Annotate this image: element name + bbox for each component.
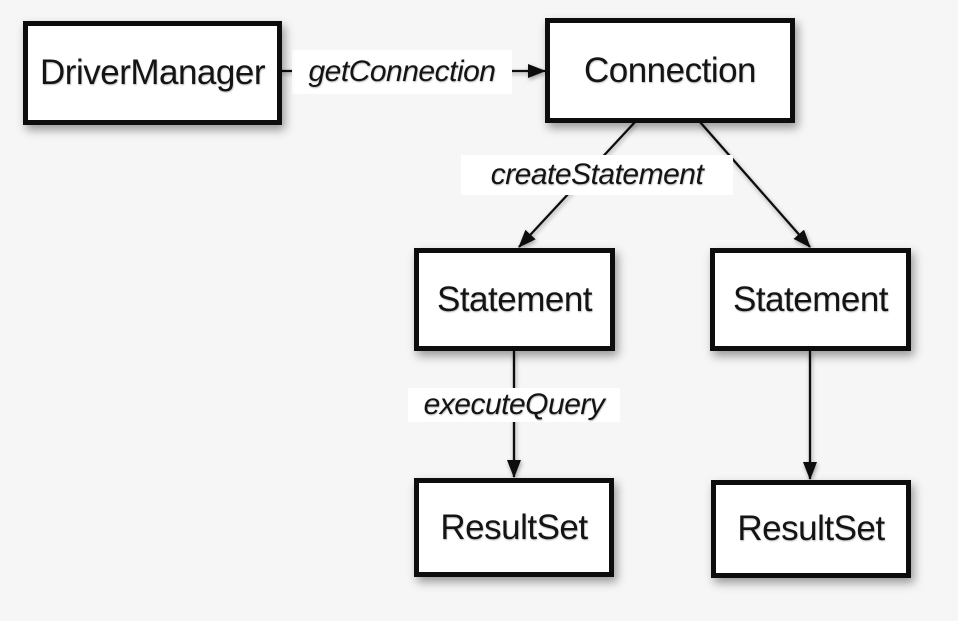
node-driver-manager: DriverManager <box>23 21 282 125</box>
node-statement-right: Statement <box>710 248 911 351</box>
node-label: Statement <box>436 279 593 319</box>
node-label: ResultSet <box>440 507 588 547</box>
edge-label-execute-query: executeQuery <box>408 388 620 422</box>
node-label: Connection <box>583 50 757 90</box>
node-resultset-left: ResultSet <box>414 478 614 577</box>
node-label: DriverManager <box>40 53 265 92</box>
edge-label-text: executeQuery <box>423 388 605 421</box>
edge-label-text: getConnection <box>308 55 496 88</box>
node-statement-left: Statement <box>414 248 615 351</box>
edge-connection-to-right-statement-line <box>699 121 811 248</box>
node-resultset-right: ResultSet <box>711 480 911 578</box>
node-connection: Connection <box>545 18 795 123</box>
edge-label-create-statement: createStatement <box>461 155 733 195</box>
edge-label-get-connection: getConnection <box>292 50 512 94</box>
node-label: ResultSet <box>737 509 885 548</box>
node-label: Statement <box>732 279 889 319</box>
edge-label-text: createStatement <box>490 158 704 191</box>
